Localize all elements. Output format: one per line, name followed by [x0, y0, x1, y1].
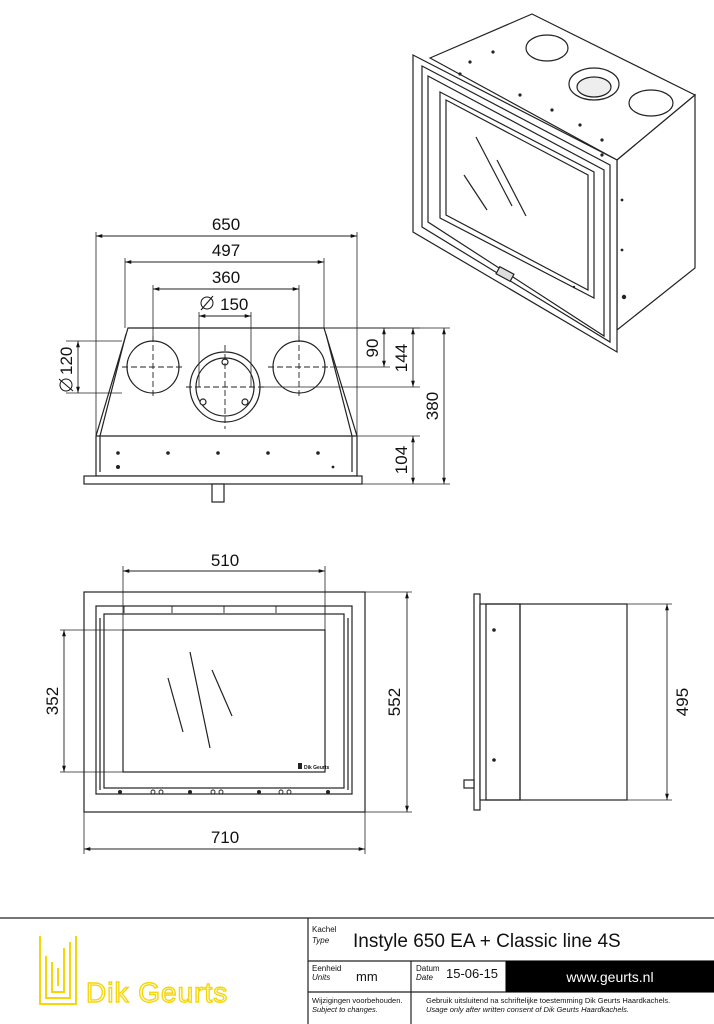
- dim-overall-width: 650: [212, 215, 240, 234]
- type-label: Type: [312, 936, 330, 945]
- consent-nl: Gebruik uitsluitend na schriftelijke toe…: [426, 996, 670, 1005]
- dim-outer-height: 552: [385, 688, 404, 716]
- dim-inner-height: 352: [43, 687, 62, 715]
- isometric-view: [412, 13, 697, 354]
- side-view: [463, 593, 672, 811]
- frame-view: [60, 566, 412, 854]
- dim-inner-width: 510: [211, 551, 239, 570]
- consent-en: Usage only after written consent of Dik …: [426, 1005, 629, 1014]
- side-frame-plate: [473, 593, 481, 811]
- dim-side-dia: 120: [57, 347, 76, 392]
- dim-top-to-center: 144: [392, 344, 411, 372]
- units-label: Units: [312, 973, 330, 982]
- frame-outer: [83, 591, 366, 813]
- website-bar: [506, 961, 714, 992]
- kachel-label: Kachel: [312, 925, 337, 934]
- changes-en: Subject to changes.: [312, 1005, 378, 1014]
- eenheid-label: Eenheid: [312, 964, 341, 973]
- dim-holes-span: 360: [212, 268, 240, 287]
- changes-nl: Wijzigingen voorbehouden.: [312, 996, 402, 1005]
- date-value: 15-06-15: [446, 966, 498, 981]
- iso-flue-right: [628, 89, 674, 117]
- dim-outer-width: 710: [211, 828, 239, 847]
- frame-glass: [122, 629, 326, 773]
- front-view: [66, 232, 450, 503]
- company-logo: [39, 936, 77, 1005]
- dim-bottom-offset: 104: [392, 446, 411, 474]
- dim-total-height: 380: [423, 392, 442, 420]
- dim-center-dia-text: 150: [220, 295, 248, 314]
- diameter-icon: [200, 296, 214, 310]
- iso-glass: [445, 99, 589, 291]
- frame-logo: Dik Geurts: [298, 763, 330, 771]
- dim-depth: 495: [673, 688, 692, 716]
- dim-side-dia-text: 120: [57, 347, 76, 375]
- iso-flue-left: [525, 34, 569, 62]
- units-value: mm: [356, 969, 378, 984]
- dim-flue-span: 497: [212, 241, 240, 260]
- date-label: Date: [416, 973, 433, 982]
- logo-icon: [298, 763, 302, 769]
- diameter-icon: [59, 378, 73, 392]
- dim-center-dia: 150: [200, 295, 248, 314]
- datum-label: Datum: [416, 964, 440, 973]
- frame-logo-text: Dik Geurts: [304, 765, 330, 771]
- logo-mark-icon: [39, 936, 77, 1005]
- dim-top-offset: 90: [363, 339, 382, 358]
- drawing-title: Instyle 650 EA + Classic line 4S: [353, 931, 621, 952]
- title-block: [0, 917, 714, 1024]
- side-body: [479, 603, 628, 801]
- logo-text: Dik Geurts: [86, 977, 228, 1008]
- website-link[interactable]: www.geurts.nl: [565, 969, 653, 985]
